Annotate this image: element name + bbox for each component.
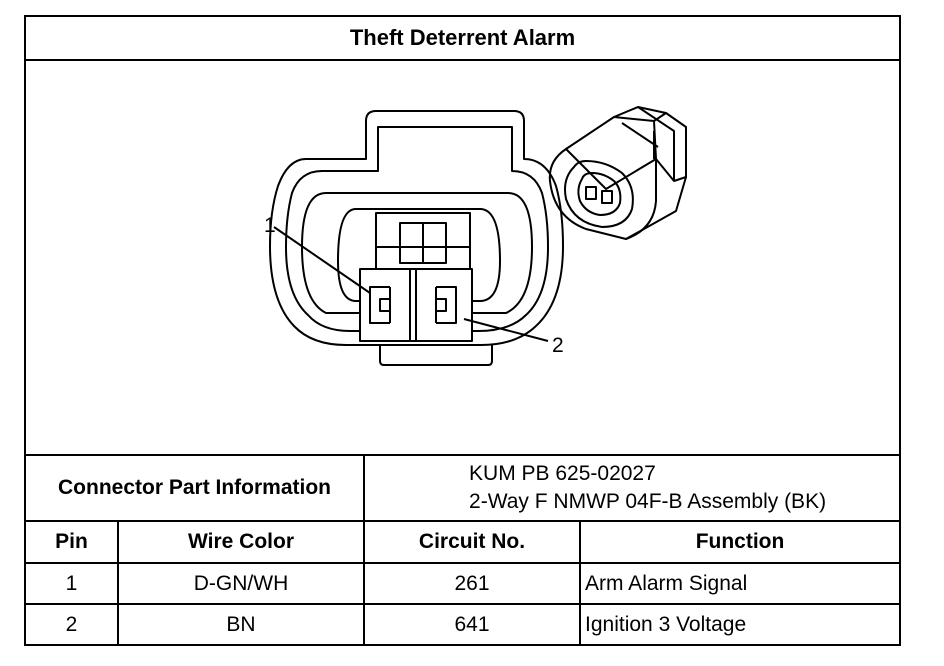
connector-sheet: Theft Deterrent Alarm: [24, 15, 901, 646]
terminal-2: [436, 286, 457, 324]
pin-cell: 2: [26, 603, 119, 645]
wire-color-cell: BN: [116, 603, 366, 645]
table-header-row: Pin Wire Color Circuit No. Function: [26, 520, 900, 564]
connector-isometric-illustration: [548, 106, 687, 240]
pin-2-leader: [463, 318, 549, 342]
terminal-1: [369, 286, 390, 324]
connector-part-number: KUM PB 625-02027: [469, 462, 656, 485]
header-function: Function: [579, 520, 900, 564]
pin-2-callout: 2: [552, 334, 564, 357]
connector-part-label: Connector Part Information: [26, 454, 366, 522]
connector-diagram: 1 2: [264, 106, 687, 366]
connector-bottom-key: [379, 345, 493, 366]
connector-part-description: 2-Way F NMWP 04F-B Assembly (BK): [469, 490, 827, 513]
function-cell: Ignition 3 Voltage: [579, 603, 900, 645]
pin-1-leader: [273, 226, 371, 294]
circuit-cell: 641: [363, 603, 582, 645]
header-pin: Pin: [26, 520, 119, 564]
connector-cavity: [337, 208, 501, 302]
table-row: 1 D-GN/WH 261 Arm Alarm Signal: [26, 562, 900, 605]
pin-cell: 1: [26, 562, 119, 605]
connector-info-table: Connector Part Information KUM PB 625-02…: [26, 454, 900, 645]
connector-housing-inner-ring: [285, 126, 549, 332]
header-wire-color: Wire Color: [116, 520, 366, 564]
header-circuit-no: Circuit No.: [363, 520, 582, 564]
connector-part-value: KUM PB 625-02027 2-Way F NMWP 04F-B Asse…: [363, 454, 900, 522]
page-title: Theft Deterrent Alarm: [26, 17, 899, 61]
connector-housing-outer: [269, 110, 564, 346]
table-row: 2 BN 641 Ignition 3 Voltage: [26, 603, 900, 645]
wire-color-cell: D-GN/WH: [116, 562, 366, 605]
connector-housing-inner-ring-2: [301, 192, 533, 314]
function-cell: Arm Alarm Signal: [579, 562, 900, 605]
connector-part-row: Connector Part Information KUM PB 625-02…: [26, 454, 900, 522]
pin-1-callout: 1: [264, 214, 276, 237]
circuit-cell: 261: [363, 562, 582, 605]
